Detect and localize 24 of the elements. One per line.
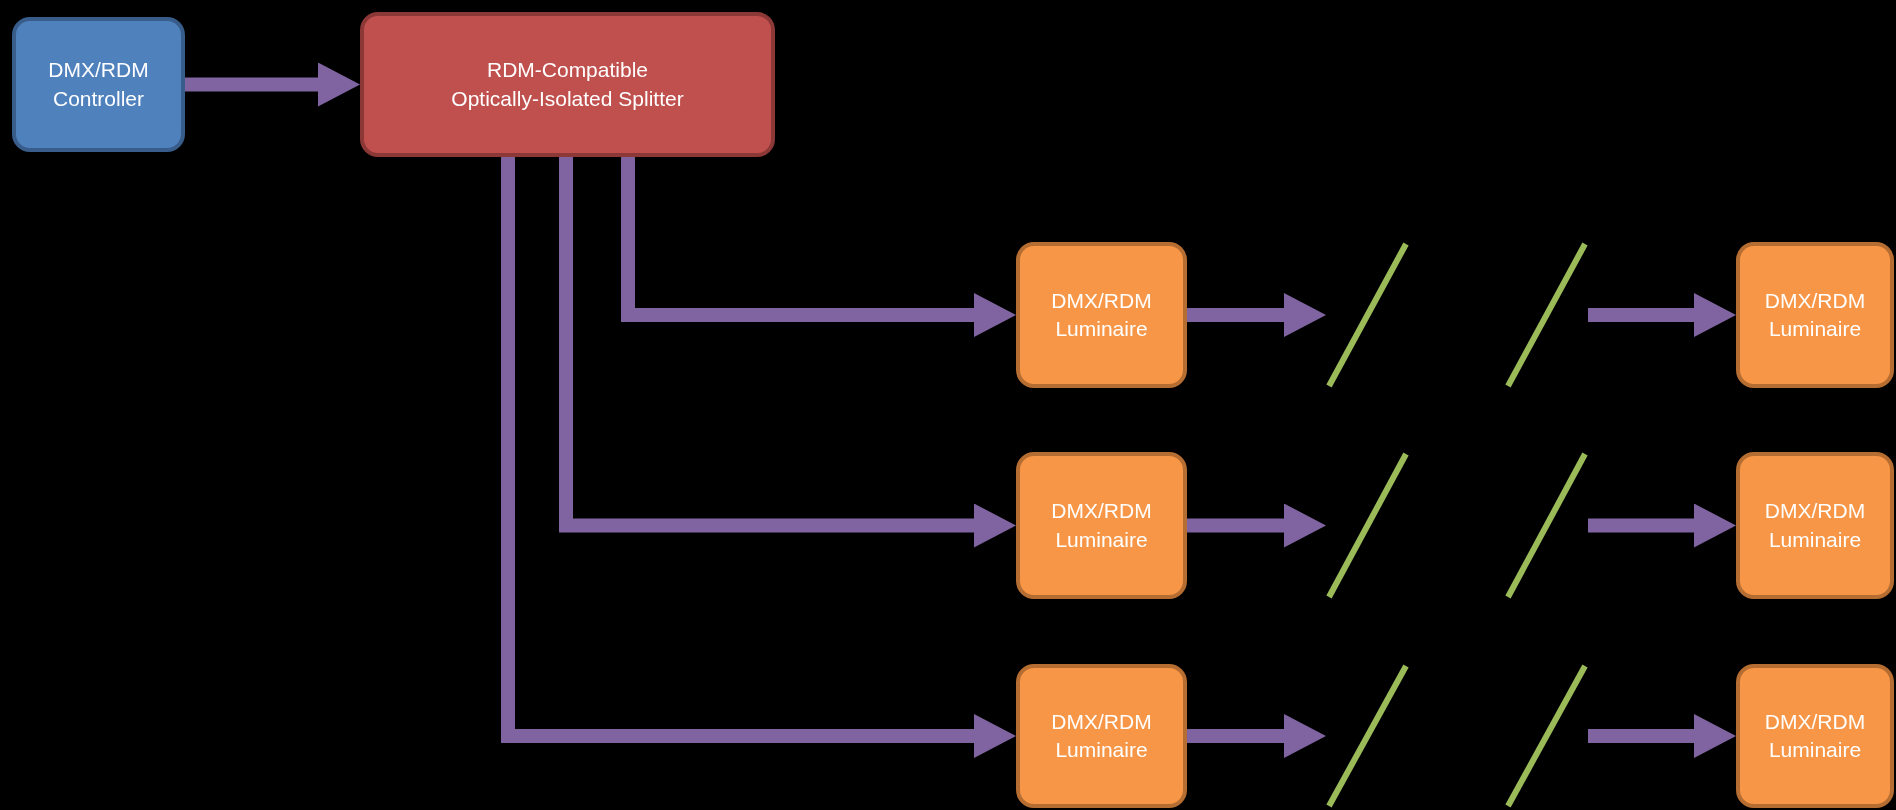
- arrow: [1187, 714, 1326, 758]
- luminaire-box: DMX/RDM Luminaire: [1016, 452, 1187, 599]
- luminaire-box: DMX/RDM Luminaire: [1016, 242, 1187, 388]
- arrow: [621, 157, 1016, 337]
- arrow: [1187, 293, 1326, 337]
- luminaire-box: DMX/RDM Luminaire: [1736, 452, 1894, 599]
- arrow: [1588, 503, 1736, 548]
- luminaire-box: DMX/RDM Luminaire: [1736, 242, 1894, 388]
- break-mark: [1326, 452, 1409, 599]
- arrow: [1588, 714, 1736, 758]
- break-mark: [1326, 242, 1409, 388]
- arrow: [1187, 503, 1326, 548]
- break-mark: [1505, 452, 1588, 599]
- luminaire-box: DMX/RDM Luminaire: [1736, 664, 1894, 808]
- arrow: [1588, 293, 1736, 337]
- arrow: [185, 62, 360, 107]
- arrow: [559, 157, 1016, 548]
- luminaire-box: DMX/RDM Luminaire: [1016, 664, 1187, 808]
- arrow: [501, 157, 1016, 758]
- controller-box: DMX/RDM Controller: [12, 17, 185, 152]
- splitter-box: RDM-Compatible Optically-Isolated Splitter: [360, 12, 775, 157]
- break-mark: [1505, 242, 1588, 388]
- break-mark: [1505, 664, 1588, 808]
- break-mark: [1326, 664, 1409, 808]
